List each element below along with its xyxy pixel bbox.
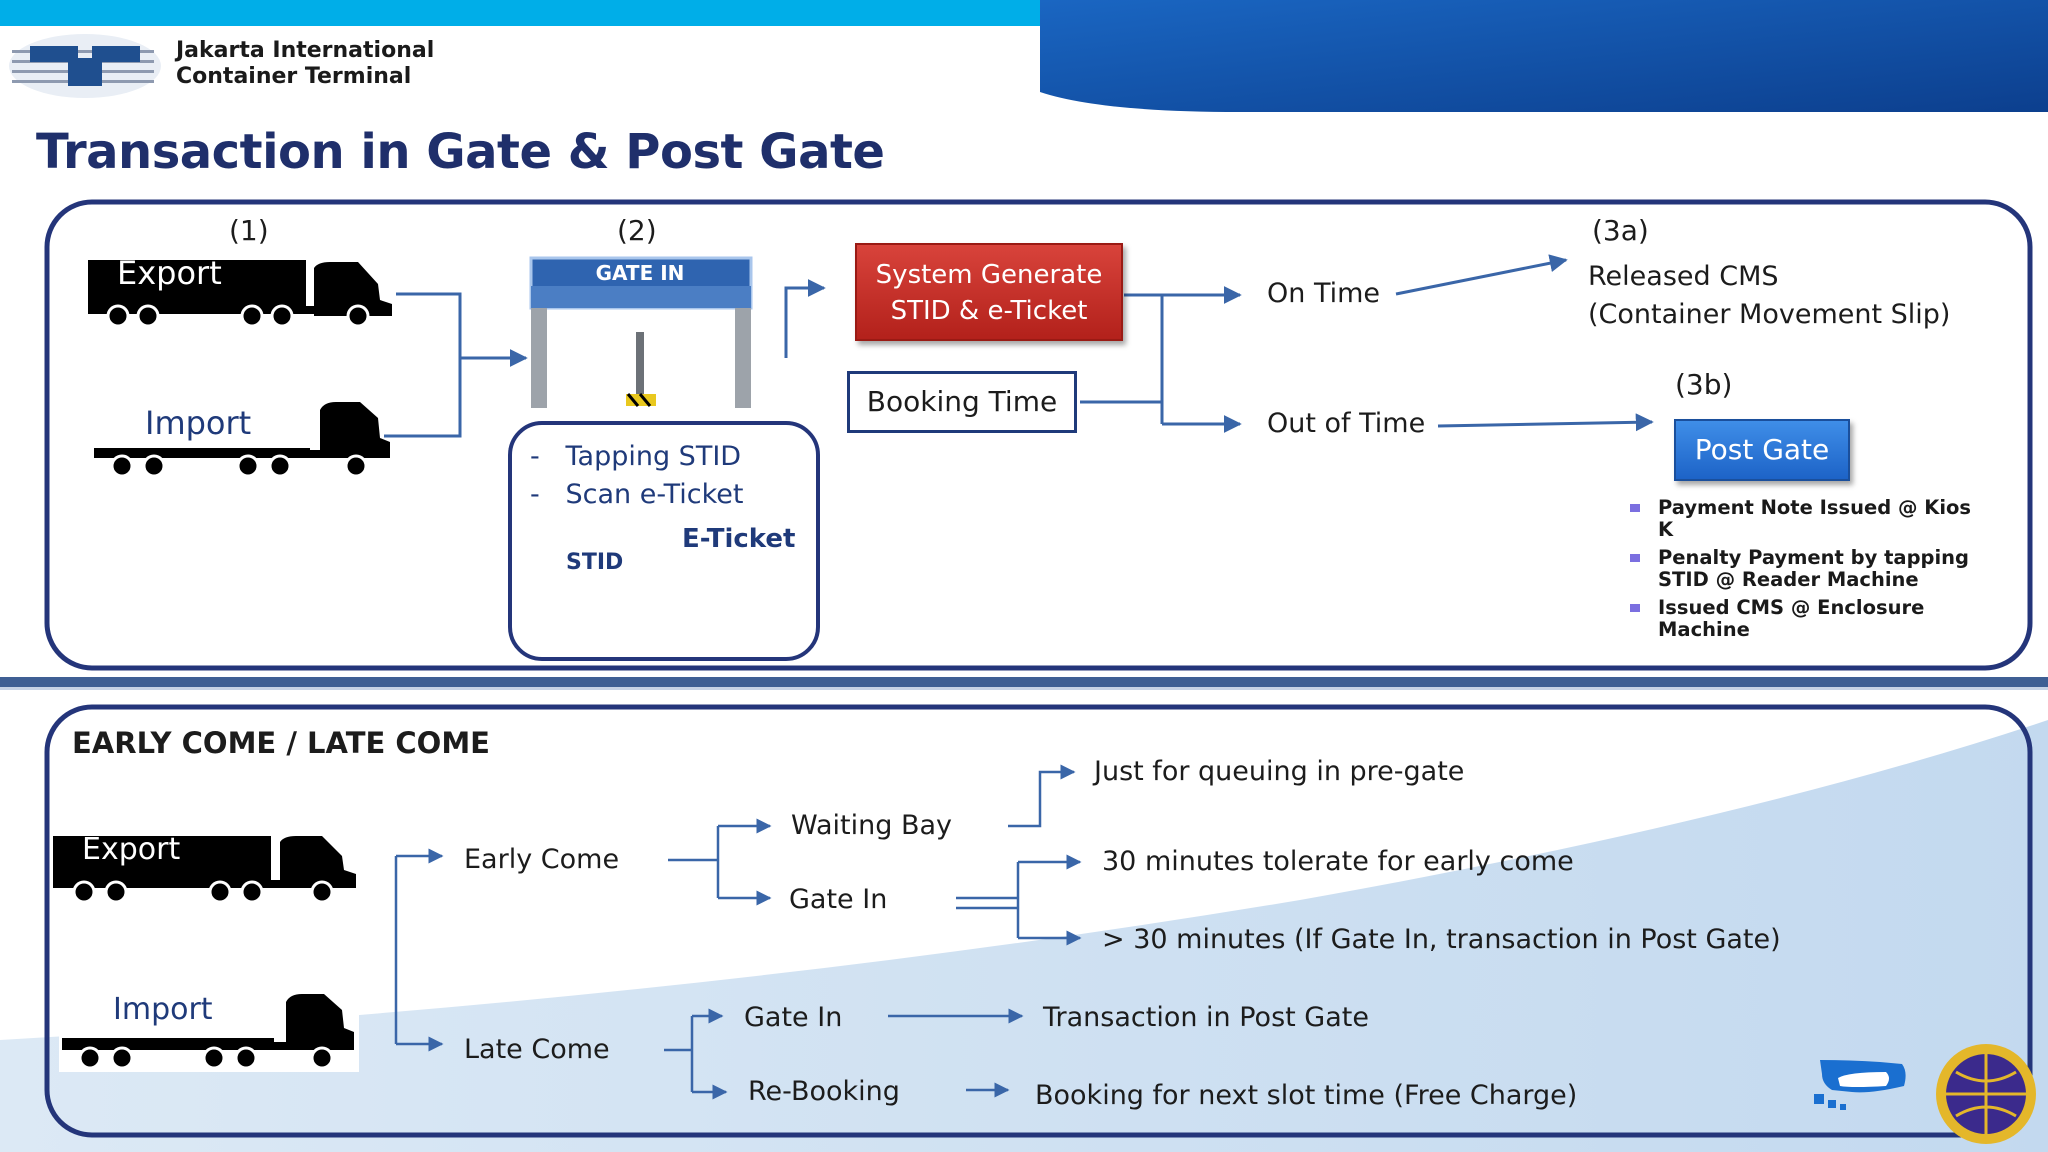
- header-dark-panel: [1040, 0, 2048, 112]
- step-3a-label: (3a): [1592, 214, 1649, 247]
- export-truck-bottom: [53, 836, 358, 904]
- company-name-line2: Container Terminal: [176, 64, 412, 89]
- queuing-text: Just for queuing in pre-gate: [1094, 756, 1465, 787]
- ministry-emblem-icon: [1936, 1044, 2036, 1144]
- import-label-bottom: Import: [113, 992, 213, 1027]
- waiting-bay-label: Waiting Bay: [791, 810, 952, 841]
- section-divider: [0, 677, 2048, 687]
- company-name-line1: Jakarta International: [176, 38, 435, 63]
- gate-in-label: GATE IN: [595, 261, 685, 285]
- gate-in-structure: [529, 256, 753, 408]
- bottom-connectors: [394, 764, 1082, 1100]
- company-name: Jakarta International Container Terminal: [176, 38, 434, 90]
- gate-action-text: Scan e-Ticket: [565, 479, 744, 510]
- bottom-frame: [44, 704, 2033, 1138]
- export-label-top: Export: [117, 254, 222, 292]
- early-late-title: EARLY COME / LATE COME: [72, 726, 490, 760]
- out-of-time-label: Out of Time: [1267, 408, 1426, 439]
- released-cms-text: Released CMS (Container Movement Slip): [1588, 258, 1950, 334]
- gate-in-late-label: Gate In: [744, 1002, 843, 1033]
- system-box-line2: STID & e-Ticket: [890, 296, 1088, 326]
- early-come-label: Early Come: [464, 844, 620, 875]
- top-connectors: [384, 254, 1654, 438]
- system-generate-box: System Generate STID & e-Ticket: [855, 243, 1123, 341]
- import-label-top: Import: [145, 404, 252, 442]
- post-gate-step: Issued CMS @ Enclosure Machine: [1628, 597, 1988, 641]
- export-label-bottom: Export: [82, 832, 181, 867]
- booking-next-text: Booking for next slot time (Free Charge): [1035, 1080, 1578, 1111]
- top-frame: [44, 199, 2033, 671]
- gate-action-item: - Tapping STID: [530, 438, 743, 476]
- list-dash: -: [530, 441, 566, 472]
- stid-label: STID: [566, 550, 624, 575]
- booking-time-box: Booking Time: [847, 371, 1077, 433]
- gate-actions-box: [508, 421, 820, 661]
- eticket-label: E-Ticket: [682, 524, 796, 554]
- export-truck-top: [88, 260, 392, 328]
- system-box-line1: System Generate: [875, 260, 1103, 290]
- post-gate-step: Penalty Payment by tapping STID @ Reader…: [1628, 547, 1988, 591]
- on-time-label: On Time: [1267, 278, 1381, 309]
- post-gate-steps: Payment Note Issued @ Kios K Penalty Pay…: [1628, 497, 1988, 647]
- list-dash: -: [530, 479, 566, 510]
- import-truck-top: [94, 402, 390, 478]
- tolerate-text: 30 minutes tolerate for early come: [1102, 846, 1574, 877]
- gate-actions-list: - Tapping STID - Scan e-Ticket: [530, 438, 743, 514]
- import-truck-bottom: [59, 994, 359, 1072]
- post-gate-step: Payment Note Issued @ Kios K: [1628, 497, 1988, 541]
- gate-in-early-label: Gate In: [789, 884, 888, 915]
- gate-action-text: Tapping STID: [565, 441, 742, 472]
- step-2-label: (2): [617, 214, 657, 247]
- post-gate-box: Post Gate: [1674, 419, 1850, 481]
- background-wave: [0, 720, 2048, 1152]
- released-line1: Released CMS: [1588, 261, 1779, 292]
- jict-logo-icon: [9, 34, 161, 98]
- transaction-post-gate-text: Transaction in Post Gate: [1043, 1002, 1369, 1033]
- step-3b-label: (3b): [1675, 368, 1733, 401]
- page-title: Transaction in Gate & Post Gate: [36, 124, 885, 180]
- gate-action-item: - Scan e-Ticket: [530, 476, 743, 514]
- blue-brand-logo-icon: [1814, 1060, 1906, 1110]
- late-come-label: Late Come: [464, 1034, 610, 1065]
- over-30-text: > 30 minutes (If Gate In, transaction in…: [1102, 924, 1781, 955]
- re-booking-label: Re-Booking: [748, 1076, 900, 1107]
- step-1-label: (1): [229, 214, 269, 247]
- released-line2: (Container Movement Slip): [1588, 299, 1951, 330]
